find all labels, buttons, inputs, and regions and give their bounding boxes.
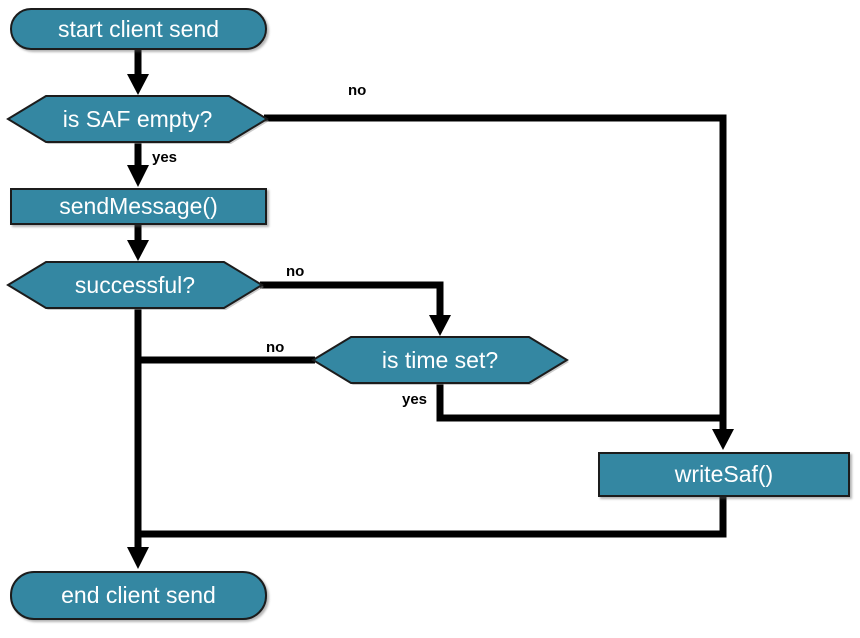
- edge-label-successful-no: no: [286, 263, 305, 280]
- arrowhead-into-writesaf: [712, 429, 734, 450]
- edge-label-saf-empty-yes: yes: [152, 149, 178, 166]
- edge-timeset-yes: [436, 382, 726, 422]
- node-write-saf-label: writeSaf(): [674, 461, 774, 487]
- node-start: start client send: [10, 8, 267, 50]
- arrowhead-into-end: [127, 547, 149, 569]
- node-write-saf: writeSaf(): [598, 452, 850, 497]
- arrowhead-into-timeset: [429, 315, 451, 336]
- node-end: end client send: [10, 571, 267, 620]
- edge-safempty-no: [264, 114, 727, 431]
- edge-label-time-set-yes: yes: [402, 391, 428, 408]
- node-send-message: sendMessage(): [10, 188, 267, 225]
- edge-successful-no: [260, 281, 444, 317]
- node-end-label: end client send: [61, 582, 216, 608]
- arrowhead-into-safempty: [127, 74, 149, 95]
- arrowhead-into-sendmessage: [127, 165, 149, 187]
- node-start-label: start client send: [57, 15, 220, 42]
- node-send-message-label: sendMessage(): [59, 193, 218, 219]
- arrowhead-into-successful: [127, 240, 149, 261]
- node-is-saf-empty: [6, 95, 269, 143]
- edge-label-time-set-no: no: [266, 339, 285, 356]
- edge-label-saf-empty-no: no: [348, 82, 367, 99]
- node-successful: [6, 261, 264, 309]
- edge-writesaf-return: [135, 496, 727, 538]
- node-is-time-set: [311, 336, 569, 384]
